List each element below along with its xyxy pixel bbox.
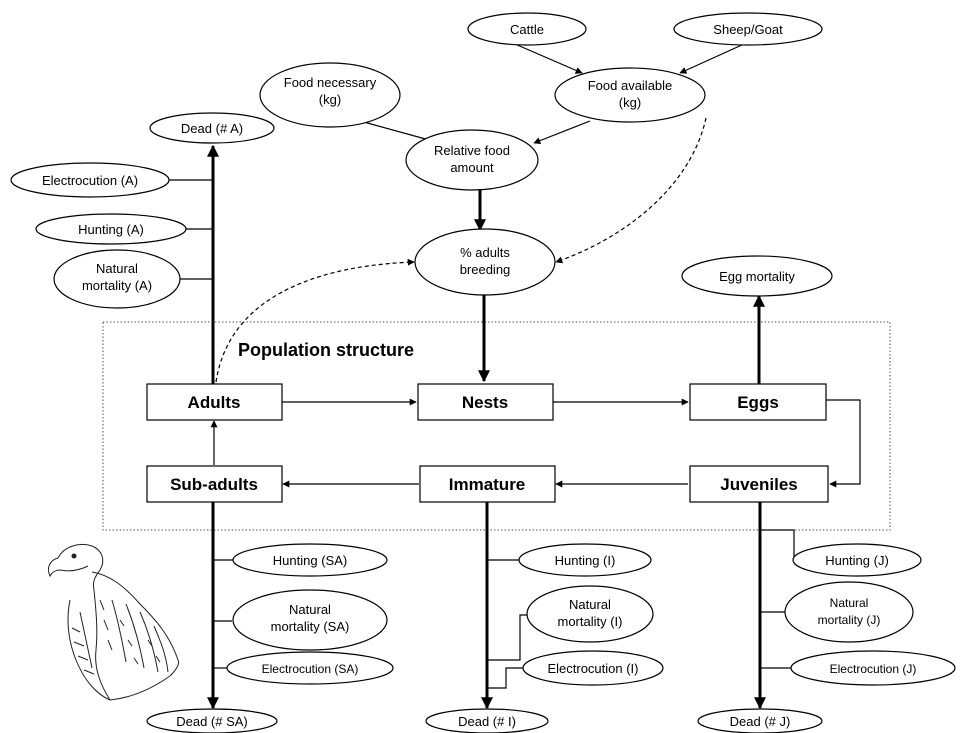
food-available-node: Food available (kg) xyxy=(554,67,706,123)
dashed-adults-to-breeding xyxy=(215,258,415,383)
natural-i-line1: Natural xyxy=(569,597,611,612)
eggs-label: Eggs xyxy=(737,393,779,412)
juveniles-label: Juveniles xyxy=(720,475,798,494)
hunting-j-node: Hunting (J) xyxy=(792,543,922,577)
adults-box: Adults xyxy=(146,383,283,421)
immature-box: Immature xyxy=(419,465,556,503)
arrow-sheep-to-food-available xyxy=(679,43,745,74)
natural-sa-line2: mortality (SA) xyxy=(271,619,350,634)
hunting-sa-node: Hunting (SA) xyxy=(232,543,388,577)
subadults-label: Sub-adults xyxy=(170,475,258,494)
adults-label: Adults xyxy=(188,393,241,412)
electrocution-i-label: Electrocution (I) xyxy=(547,661,638,676)
egg-mortality-node: Egg mortality xyxy=(681,255,833,297)
relative-food-node: Relative food amount xyxy=(405,129,539,191)
hunting-a-label: Hunting (A) xyxy=(78,222,144,237)
natural-j-node: Natural mortality (J) xyxy=(784,581,914,643)
food-necessary-node: Food necessary (kg) xyxy=(259,62,401,128)
dead-sa-node: Dead (# SA) xyxy=(146,708,278,733)
dashed-food-available-to-breeding xyxy=(555,117,707,264)
natural-i-line2: mortality (I) xyxy=(558,614,623,629)
link-electrocution-i xyxy=(487,667,528,689)
arrow-cattle-to-food-available xyxy=(514,43,583,74)
eggs-box: Eggs xyxy=(689,383,827,421)
cattle-label: Cattle xyxy=(510,22,544,37)
adults-breeding-node: % adults breeding xyxy=(414,228,556,296)
dead-i-node: Dead (# I) xyxy=(425,708,549,733)
dead-j-node: Dead (# J) xyxy=(697,708,823,733)
food-necessary-line2: (kg) xyxy=(319,92,341,107)
nests-box: Nests xyxy=(417,383,554,421)
hunting-i-label: Hunting (I) xyxy=(555,553,616,568)
diagram-title: Population structure xyxy=(238,340,414,360)
population-structure-frame xyxy=(102,321,891,531)
link-natural-i xyxy=(487,614,530,661)
natural-a-node: Natural mortality (A) xyxy=(53,249,181,309)
vulture-illustration xyxy=(47,544,179,701)
natural-sa-line1: Natural xyxy=(289,602,331,617)
electrocution-j-node: Electrocution (J) xyxy=(790,650,956,686)
electrocution-sa-label: Electrocution (SA) xyxy=(262,662,359,676)
relative-food-line2: amount xyxy=(450,160,494,175)
natural-a-line1: Natural xyxy=(96,261,138,276)
cattle-node: Cattle xyxy=(467,12,587,46)
subadults-box: Sub-adults xyxy=(146,465,283,503)
arrow-food-available-to-relative xyxy=(533,120,591,144)
juveniles-box: Juveniles xyxy=(689,465,829,503)
immature-label: Immature xyxy=(449,475,526,494)
electrocution-sa-node: Electrocution (SA) xyxy=(226,651,394,685)
dead-adults-label: Dead (# A) xyxy=(181,121,243,136)
natural-a-line2: mortality (A) xyxy=(82,278,152,293)
dead-adults-node: Dead (# A) xyxy=(149,112,275,144)
natural-j-line2: mortality (J) xyxy=(818,613,881,627)
adults-breeding-line2: breeding xyxy=(460,262,511,277)
hunting-i-node: Hunting (I) xyxy=(518,543,652,577)
sheep-goat-node: Sheep/Goat xyxy=(673,12,823,46)
dead-i-label: Dead (# I) xyxy=(458,714,516,729)
nests-label: Nests xyxy=(462,393,508,412)
adults-breeding-line1: % adults xyxy=(460,245,510,260)
natural-sa-node: Natural mortality (SA) xyxy=(232,589,388,651)
food-available-line1: Food available xyxy=(588,78,673,93)
relative-food-line1: Relative food xyxy=(434,143,510,158)
sheep-goat-label: Sheep/Goat xyxy=(713,22,783,37)
electrocution-i-node: Electrocution (I) xyxy=(522,650,664,686)
natural-i-node: Natural mortality (I) xyxy=(526,585,654,643)
dead-j-label: Dead (# J) xyxy=(730,714,791,729)
hunting-j-label: Hunting (J) xyxy=(825,553,889,568)
egg-mortality-label: Egg mortality xyxy=(719,269,795,284)
dead-sa-label: Dead (# SA) xyxy=(176,714,248,729)
arrow-eggs-to-juveniles xyxy=(826,399,861,488)
electrocution-j-label: Electrocution (J) xyxy=(830,662,917,676)
link-hunting-j xyxy=(760,529,795,558)
natural-j-line1: Natural xyxy=(830,596,869,610)
hunting-sa-label: Hunting (SA) xyxy=(273,553,347,568)
food-necessary-line1: Food necessary xyxy=(284,75,377,90)
food-available-line2: (kg) xyxy=(619,95,641,110)
hunting-a-node: Hunting (A) xyxy=(35,213,187,245)
electrocution-a-label: Electrocution (A) xyxy=(42,173,138,188)
electrocution-a-node: Electrocution (A) xyxy=(10,162,170,198)
